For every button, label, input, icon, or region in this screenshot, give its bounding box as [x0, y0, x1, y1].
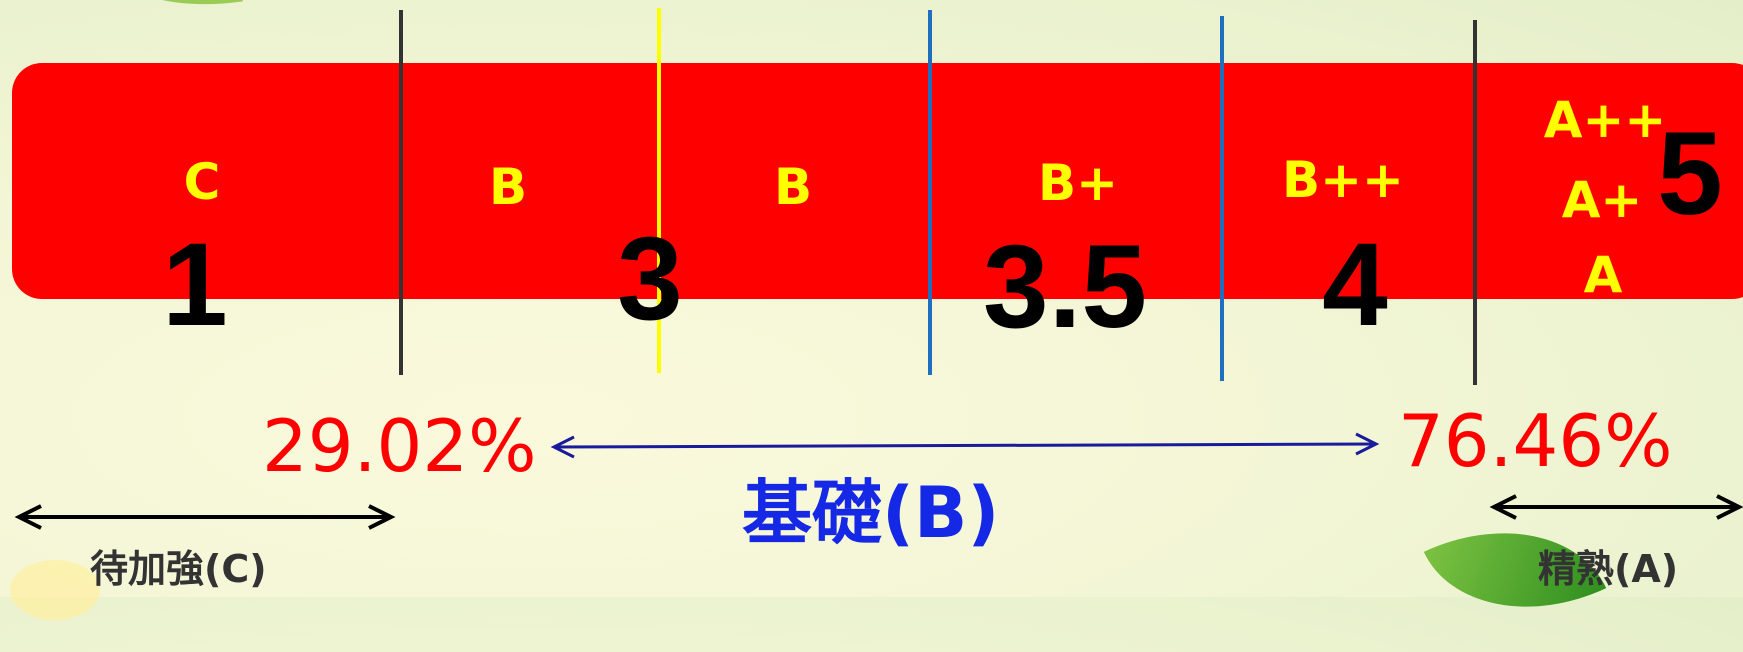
- threshold-high-percent: 76.46%: [1398, 399, 1673, 483]
- a-range-arrow-icon: [1489, 494, 1743, 520]
- grade-b-plus-plus: B++: [1282, 151, 1404, 209]
- grade-c: C: [183, 153, 221, 211]
- score-1: 1: [162, 219, 228, 351]
- score-3-5: 3.5: [982, 221, 1148, 353]
- score-5: 5: [1657, 108, 1723, 240]
- c-range-arrow-icon: [14, 504, 396, 530]
- score-3: 3: [617, 213, 683, 345]
- level-label-proficient: 精熟(A): [1538, 547, 1679, 591]
- grade-a: A: [1583, 246, 1623, 304]
- grade-scale-band: [12, 63, 1743, 299]
- grade-a-plus: A+: [1561, 171, 1643, 229]
- basic-range-arrow-icon: [550, 432, 1380, 459]
- leaf-decoration-icon: [117, 0, 243, 19]
- divider-score-3: [657, 8, 661, 373]
- level-label-needs-improvement: 待加強(C): [90, 547, 267, 591]
- divider-c-b: [399, 10, 403, 375]
- divider-b-bplus: [928, 10, 932, 375]
- glow-decoration-icon: [10, 560, 100, 620]
- divider-bplus-bplusplus: [1220, 16, 1224, 381]
- divider-b-a: [1473, 20, 1477, 385]
- grade-b-plus: B+: [1037, 154, 1119, 212]
- threshold-low-percent: 29.02%: [262, 404, 537, 488]
- grade-a-plus-plus: A++: [1543, 91, 1667, 149]
- grade-b: B: [488, 158, 528, 216]
- score-4: 4: [1322, 219, 1388, 351]
- level-label-basic: 基礎(B): [742, 472, 1000, 554]
- grade-b: B: [773, 158, 813, 216]
